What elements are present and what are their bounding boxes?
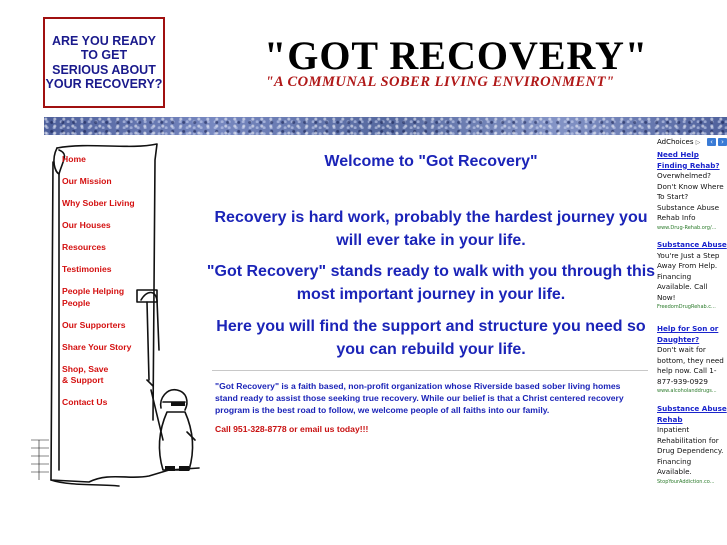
ad-item[interactable]: Substance Abuse You're Just a Step Away … <box>657 240 727 312</box>
decorative-banner <box>44 117 727 135</box>
intro-paragraph-3: Here you will find the support and struc… <box>216 318 646 358</box>
ad-body: You're Just a Step Away From Help. Finan… <box>657 250 720 302</box>
nav-our-supporters[interactable]: Our Supporters <box>62 319 126 330</box>
ad-body: Don't wait for bottom, they need help no… <box>657 345 724 386</box>
divider <box>212 370 648 371</box>
nav-home[interactable]: Home <box>62 154 86 164</box>
nav-shop-save-support[interactable]: Shop, Save & Support <box>62 363 109 386</box>
nav-people-helping-people[interactable]: People Helping People <box>62 286 125 308</box>
ad-body: Overwhelmed? Don't Know Where To Start? … <box>657 171 724 222</box>
adchoices-icon: ▷ <box>695 139 701 146</box>
call-text: Call 951-328-8778 or <box>215 424 298 434</box>
ad-title[interactable]: Need Help Finding Rehab? <box>657 150 720 170</box>
nav-our-mission[interactable]: Our Mission <box>62 176 112 186</box>
ad-url[interactable]: StopYourAddiction.co... <box>657 478 715 485</box>
ad-url[interactable]: www.Drug-Rehab.org/... <box>657 224 717 231</box>
ad-column: AdChoices ▷ ‹ › Need Help Finding Rehab?… <box>656 135 727 545</box>
email-link[interactable]: email us today!!! <box>300 424 369 434</box>
ad-url[interactable]: www.alcoholanddrugs... <box>657 388 717 394</box>
promo-box: ARE YOU READY TO GET SERIOUS ABOUT YOUR … <box>43 17 165 108</box>
ad-item[interactable]: Need Help Finding Rehab? Overwhelmed? Do… <box>657 150 727 233</box>
main-content: Welcome to "Got Recovery" Recovery is ha… <box>206 140 656 545</box>
ad-next-icon[interactable]: › <box>718 138 727 146</box>
logo-title: "GOT RECOVERY" <box>264 33 649 78</box>
nav-testimonies[interactable]: Testimonies <box>62 264 112 274</box>
ad-item[interactable]: Substance Abuse Rehab Inpatient Rehabili… <box>657 404 727 487</box>
adchoices-link[interactable]: AdChoices ▷ <box>657 138 700 146</box>
sidebar: Home Our Mission Why Sober Living Our Ho… <box>29 140 203 490</box>
intro-paragraph-1: Recovery is hard work, probably the hard… <box>214 209 648 249</box>
nav-our-houses[interactable]: Our Houses <box>62 220 111 230</box>
promo-text: ARE YOU READY TO GET SERIOUS ABOUT YOUR … <box>45 33 163 92</box>
ad-title[interactable]: Substance Abuse <box>657 240 727 249</box>
painter-illustration <box>31 143 200 487</box>
page-title: Welcome to "Got Recovery" <box>324 153 538 170</box>
ad-nav: ‹ › <box>707 138 727 146</box>
ad-title[interactable]: Substance Abuse Rehab <box>657 404 727 424</box>
logo-subtitle: "A COMMUNAL SOBER LIVING ENVIRONMENT" <box>265 74 615 90</box>
intro-paragraph-2: "Got Recovery" stands ready to walk with… <box>206 263 656 303</box>
ad-item[interactable]: Help for Son or Daughter? Don't wait for… <box>657 324 727 396</box>
nav-why-sober-living[interactable]: Why Sober Living <box>62 198 135 208</box>
ad-title[interactable]: Help for Son or Daughter? <box>657 324 719 344</box>
sidebar-nav: Home Our Mission Why Sober Living Our Ho… <box>62 154 202 419</box>
nav-share-your-story[interactable]: Share Your Story <box>62 341 132 352</box>
site-logo[interactable]: "GOT RECOVERY" "A COMMUNAL SOBER LIVING … <box>264 33 649 90</box>
organization-description: "Got Recovery" is a faith based, non-pro… <box>215 381 624 416</box>
ad-prev-icon[interactable]: ‹ <box>707 138 716 146</box>
ad-body: Inpatient Rehabilitation for Drug Depend… <box>657 425 724 476</box>
ad-url[interactable]: FreedomDrugRehab.c... <box>657 304 716 310</box>
contact-line: Call 951-328-8778 or email us today!!! <box>215 423 645 435</box>
adchoices-label: AdChoices <box>657 138 694 146</box>
nav-contact-us[interactable]: Contact Us <box>62 397 108 407</box>
nav-resources[interactable]: Resources <box>62 242 106 252</box>
